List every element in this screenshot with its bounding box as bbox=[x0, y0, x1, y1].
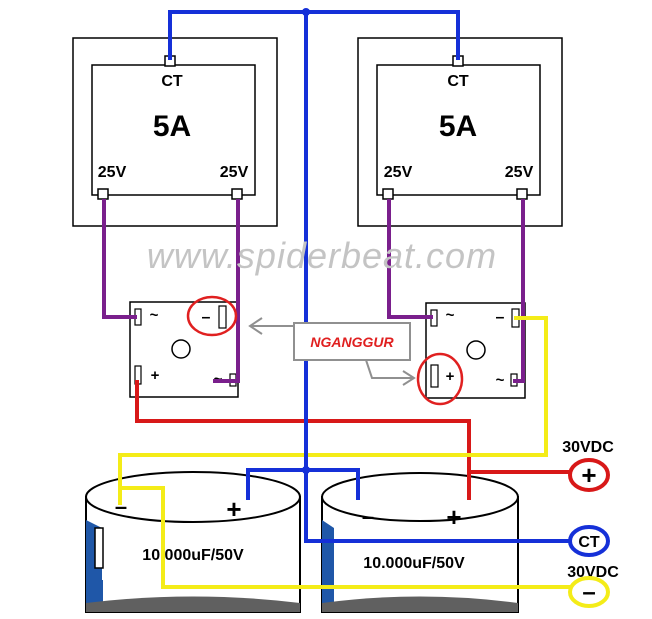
transformer-left: CT 5A 25V 25V bbox=[72, 37, 278, 227]
junction-bottom bbox=[302, 466, 310, 474]
bridge-right-minus: – bbox=[496, 309, 505, 326]
output-positive: 30VDC + bbox=[562, 439, 614, 492]
bridge-right: ~ – + ~ bbox=[425, 302, 526, 399]
wire-right-ac1 bbox=[387, 199, 433, 319]
highlight-circle-left bbox=[186, 295, 238, 337]
highlight-circle-right bbox=[416, 352, 464, 406]
output-ct: CT bbox=[568, 525, 610, 557]
transformer-right-ct: CT bbox=[447, 73, 469, 90]
capacitor-left-minus: – bbox=[115, 494, 127, 519]
callout: NGANGGUR bbox=[186, 295, 464, 406]
capacitor-right-label: 10.000uF/50V bbox=[363, 555, 465, 572]
yellow-wire bbox=[118, 316, 573, 589]
red-wire bbox=[135, 380, 574, 500]
bridge-left-minus: – bbox=[202, 309, 211, 326]
bridge-right-plus: + bbox=[446, 368, 455, 385]
junction-top bbox=[302, 8, 310, 16]
capacitor-left-label: 10.000uF/50V bbox=[142, 547, 244, 564]
capacitor-right-minus: – bbox=[362, 504, 374, 529]
output-negative-symbol: – bbox=[582, 579, 595, 606]
transformer-left-tap-left: 25V bbox=[98, 164, 127, 181]
output-positive-symbol: + bbox=[581, 460, 596, 490]
transformer-right: CT 5A 25V 25V bbox=[357, 37, 563, 227]
transformer-right-tap-right: 25V bbox=[505, 164, 534, 181]
output-positive-label: 30VDC bbox=[562, 439, 614, 456]
wire-left-ac2 bbox=[213, 199, 240, 383]
transformer-left-tap-right: 25V bbox=[220, 164, 249, 181]
arrow-left-icon bbox=[248, 317, 263, 335]
bridge-left-ac1: ~ bbox=[150, 307, 159, 324]
output-negative: 30VDC – bbox=[567, 564, 619, 608]
transformer-left-rating: 5A bbox=[153, 110, 191, 143]
callout-label: NGANGGUR bbox=[310, 334, 394, 350]
capacitor-right-plus: + bbox=[446, 502, 461, 532]
callout-box bbox=[293, 322, 411, 361]
bridge-right-ac1: ~ bbox=[446, 307, 455, 324]
bridge-left-plus: + bbox=[151, 367, 160, 384]
bridge-right-ac2: ~ bbox=[496, 372, 505, 389]
transformer-left-ct: CT bbox=[161, 73, 183, 90]
capacitor-left-plus: + bbox=[226, 494, 241, 524]
watermark: www.spiderbeat.com bbox=[147, 235, 497, 276]
arrow-right-icon bbox=[402, 370, 416, 386]
purple-wires bbox=[102, 199, 525, 383]
wire-right-ac2 bbox=[513, 199, 525, 383]
output-negative-label: 30VDC bbox=[567, 564, 619, 581]
output-ct-symbol: CT bbox=[578, 534, 600, 551]
capacitor-left: 10.000uF/50V – + bbox=[85, 471, 301, 613]
transformer-right-rating: 5A bbox=[439, 110, 477, 143]
transformer-right-tap-left: 25V bbox=[384, 164, 413, 181]
wire-left-ac1 bbox=[102, 199, 137, 319]
